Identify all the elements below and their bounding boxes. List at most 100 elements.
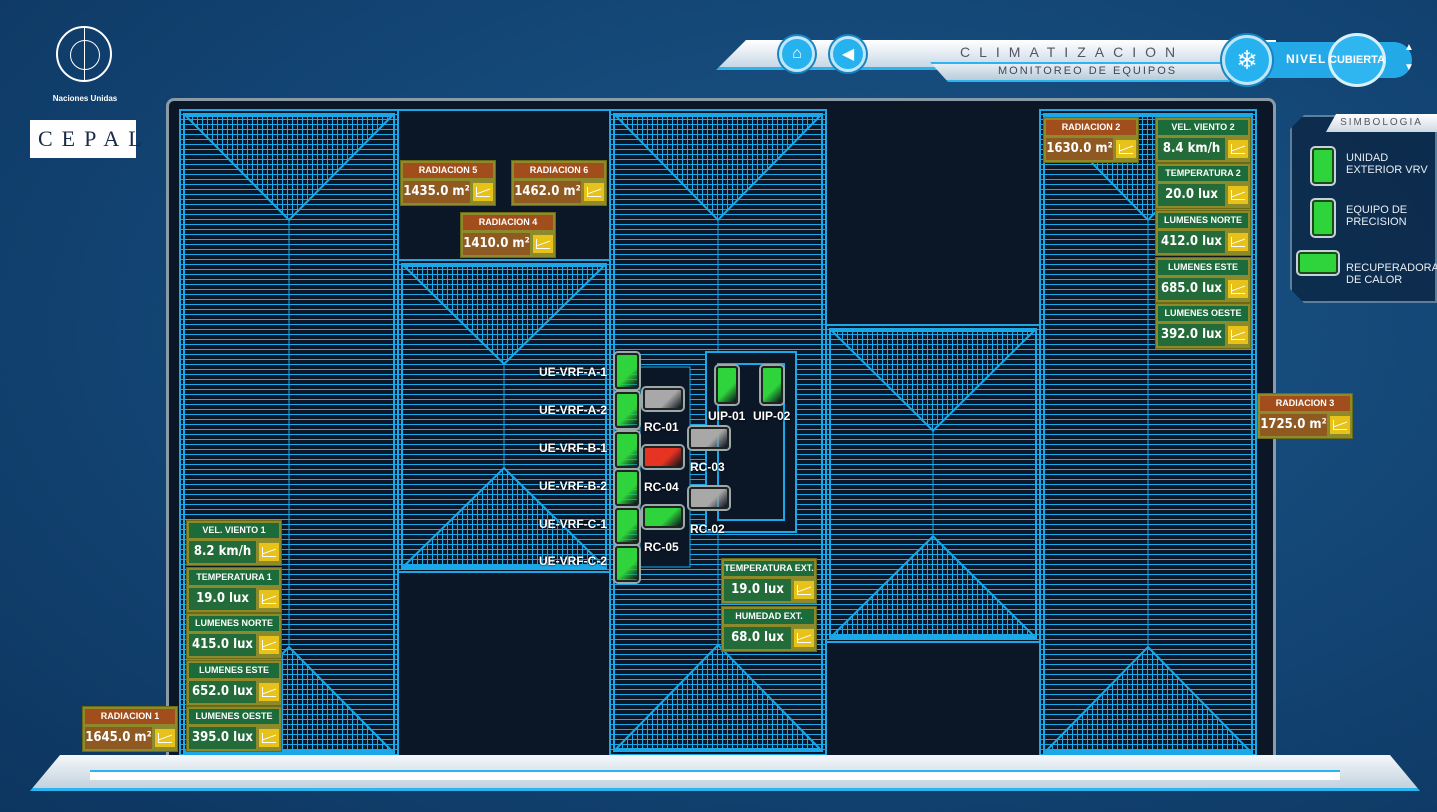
chart-icon[interactable] [794,581,814,599]
equipment-ue-vrf-c-1[interactable] [615,508,639,544]
chart-icon[interactable] [1228,140,1248,158]
right-wing-inner [1043,113,1253,754]
chart-icon[interactable] [1228,186,1248,204]
equipment-label: UE-VRF-A-1 [539,365,607,379]
sensor-label: TEMPERATURA 1 [189,570,279,585]
chart-icon[interactable] [1228,280,1248,298]
page-title: CLIMATIZACION [960,44,1185,60]
east-block-roof-top [829,330,1037,433]
legend-label: UNIDAD EXTERIOR VRV [1346,152,1428,176]
sensor-label: TEMPERATURA 2 [1158,166,1248,181]
chart-icon[interactable] [1330,416,1350,434]
home-icon: ⌂ [792,45,802,62]
back-icon: ◀ [841,46,855,63]
sensor-value: 395.0 lux [189,727,256,749]
legend-label: EQUIPO DE PRECISION [1346,204,1408,228]
equipment-label: RC-03 [690,460,725,474]
chart-icon[interactable] [1228,233,1248,251]
level-down-arrow-icon[interactable]: ▼ [1404,62,1414,73]
sensor-label: RADIACION 6 [514,163,604,178]
sensor-oeste2: LUMENES OESTE 392.0 lux [1155,303,1251,349]
equipment-ue-vrf-c-2[interactable] [615,546,639,582]
sensor-viento2: VEL. VIENTO 2 8.4 km/h [1155,117,1251,163]
sensor-value: 68.0 lux [724,627,791,649]
equipment-rc-01[interactable] [643,388,683,410]
sensor-label: RADIACION 2 [1046,120,1136,135]
chart-icon[interactable] [473,183,493,201]
sensor-label: HUMEDAD EXT. [724,609,814,624]
equipment-ue-vrf-a-1[interactable] [615,353,639,389]
equipment-label: UE-VRF-A-2 [539,403,607,417]
chart-icon[interactable] [259,590,279,608]
legend-label: RECUPERADORA DE CALOR [1346,262,1437,286]
sensor-oeste1: LUMENES OESTE 395.0 lux [186,706,282,752]
chart-icon[interactable] [259,636,279,654]
chart-icon[interactable] [794,629,814,647]
left-wing-inner [183,113,395,754]
back-button[interactable]: ◀ [830,36,866,72]
sensor-rad6: RADIACION 6 1462.0 m² [511,160,607,206]
sensor-label: LUMENES NORTE [1158,213,1248,228]
sensor-rad4: RADIACION 4 1410.0 m² [460,212,556,258]
chart-icon[interactable] [533,235,553,253]
sensor-label: RADIACION 5 [403,163,493,178]
sensor-value: 392.0 lux [1158,324,1225,346]
equipment-label: RC-05 [644,540,679,554]
center-block-roof-bottom [613,643,823,750]
sensor-value: 19.0 lux [724,579,791,601]
level-value[interactable]: CUBIERTA [1328,33,1386,87]
sensor-value: 8.4 km/h [1158,138,1225,160]
home-button[interactable]: ⌂ [779,36,815,72]
chart-icon[interactable] [1116,140,1136,158]
sensor-este2: LUMENES ESTE 685.0 lux [1155,257,1251,303]
equipment-ue-vrf-a-2[interactable] [615,392,639,428]
equipment-label: UE-VRF-B-2 [539,479,607,493]
equipment-label: UE-VRF-C-2 [539,554,607,568]
west-block-inner [401,263,607,569]
snowflake-icon: ❄ [1222,35,1272,85]
sensor-norte2: LUMENES NORTE 412.0 lux [1155,210,1251,256]
sensor-label: TEMPERATURA EXT. [724,561,814,576]
equipment-ue-vrf-b-2[interactable] [615,470,639,506]
right-wing-roof-bottom [1043,645,1253,752]
east-block-inner [829,328,1037,639]
sensor-temp1: TEMPERATURA 1 19.0 lux [186,567,282,613]
sensor-label: LUMENES OESTE [189,709,279,724]
sensor-value: 652.0 lux [189,681,256,703]
chart-icon[interactable] [259,729,279,747]
sensor-label: RADIACION 1 [85,709,175,724]
center-block-roof-top [613,115,823,222]
sensor-rad2: RADIACION 2 1630.0 m² [1043,117,1139,163]
sensor-value: 1630.0 m² [1046,138,1113,160]
equipment-rc-02[interactable] [689,487,729,509]
equipment-uip-01[interactable] [716,366,738,404]
east-block-roof-bottom [829,534,1037,637]
legend-title: SIMBOLOGIA [1326,114,1437,132]
equipment-ue-vrf-b-1[interactable] [615,432,639,468]
equipment-uip-02[interactable] [761,366,783,404]
sensor-rad1: RADIACION 1 1645.0 m² [82,706,178,752]
sensor-norte1: LUMENES NORTE 415.0 lux [186,613,282,659]
page-subtitle: MONITOREO DE EQUIPOS [998,65,1178,77]
west-block-roof-top [401,265,607,366]
chart-icon[interactable] [259,683,279,701]
legend-icon-2 [1298,252,1338,274]
level-up-arrow-icon[interactable]: ▲ [1404,42,1414,53]
equipment-label: UE-VRF-B-1 [539,441,607,455]
sensor-label: LUMENES ESTE [1158,260,1248,275]
equipment-rc-03[interactable] [689,427,729,449]
sensor-value: 8.2 km/h [189,541,256,563]
level-label: NIVEL [1286,52,1327,66]
sensor-rad3: RADIACION 3 1725.0 m² [1257,393,1353,439]
sensor-value: 1725.0 m² [1260,414,1327,436]
chart-icon[interactable] [155,729,175,747]
chart-icon[interactable] [584,183,604,201]
sensor-value: 1410.0 m² [463,233,530,255]
equipment-rc-05[interactable] [643,506,683,528]
chart-icon[interactable] [259,543,279,561]
chart-icon[interactable] [1228,326,1248,344]
equipment-rc-04[interactable] [643,446,683,468]
sensor-label: VEL. VIENTO 1 [189,523,279,538]
center-block-inner [613,113,823,752]
sensor-label: VEL. VIENTO 2 [1158,120,1248,135]
